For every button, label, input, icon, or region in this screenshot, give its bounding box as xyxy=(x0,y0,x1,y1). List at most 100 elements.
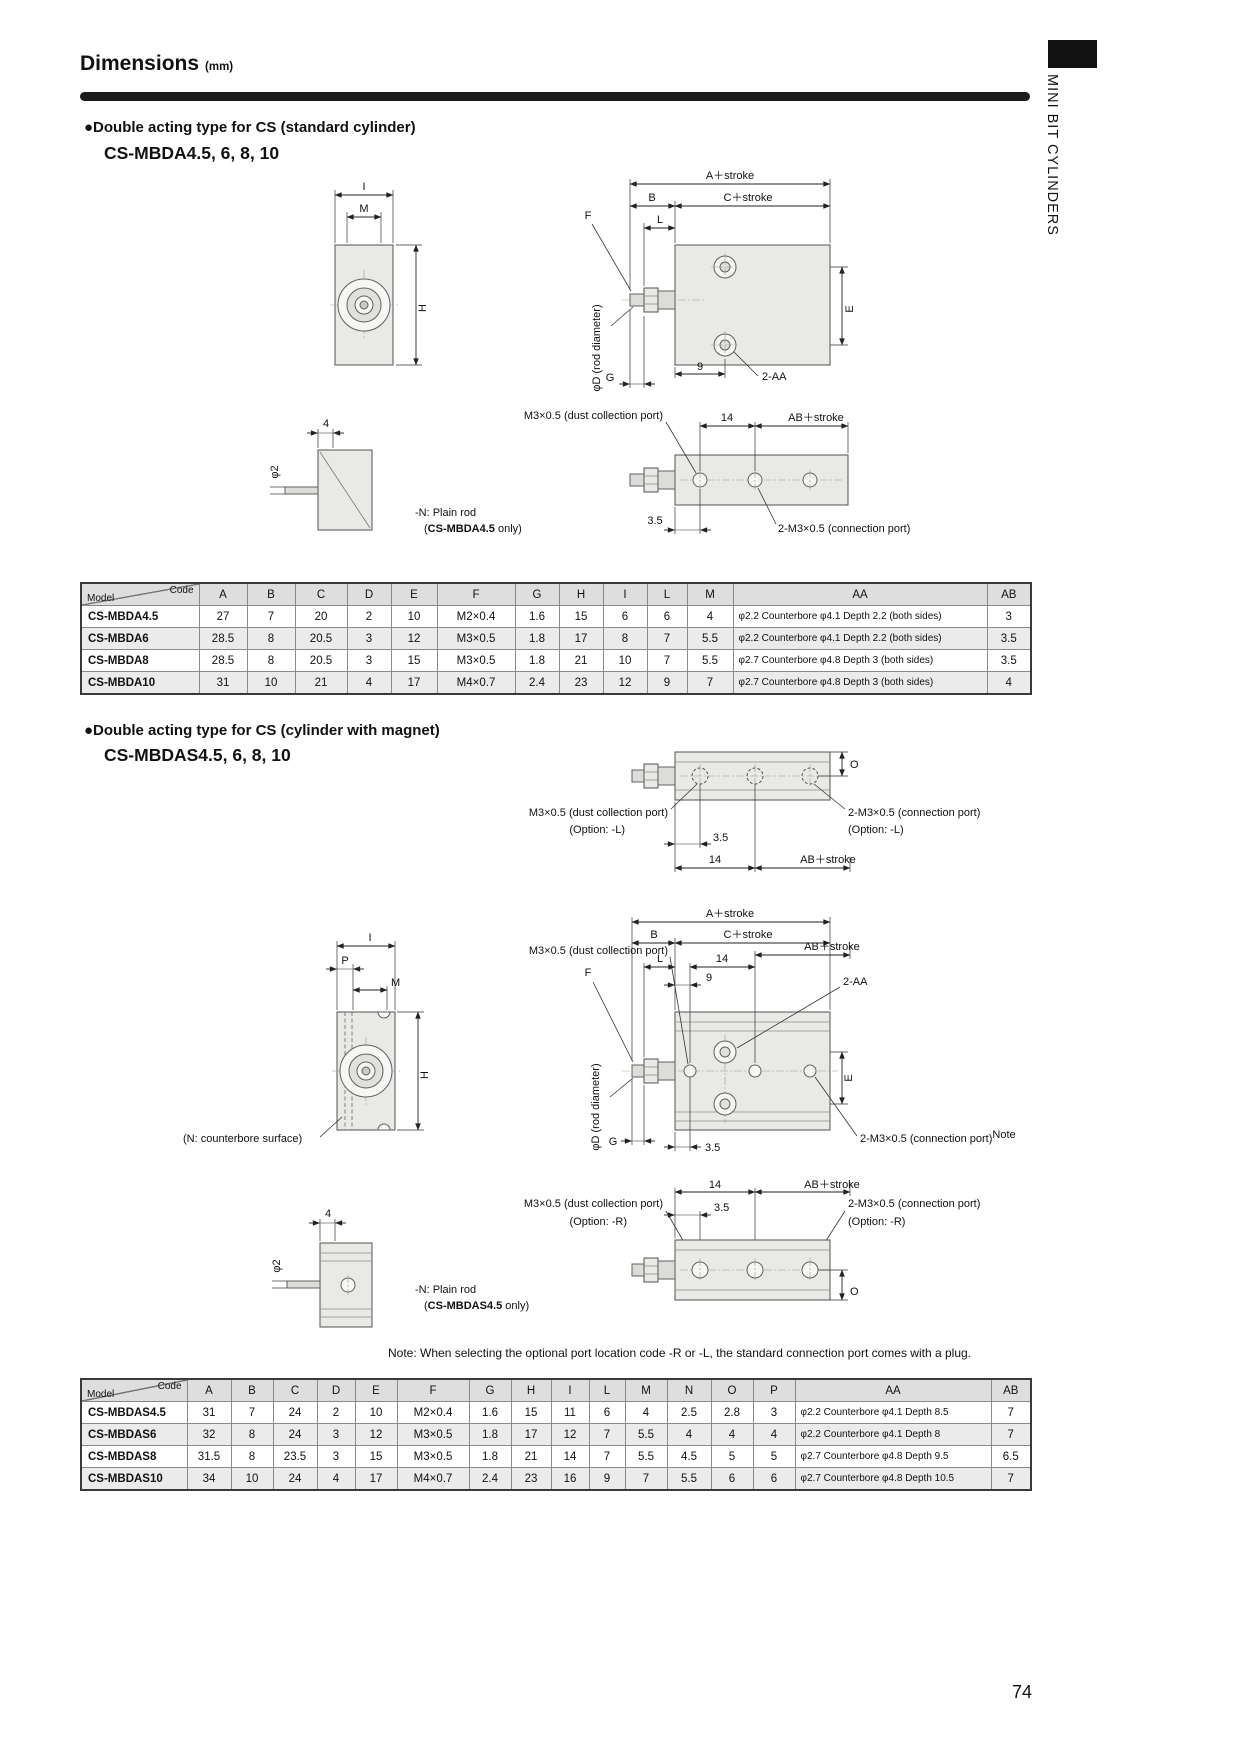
cell-m: 7 xyxy=(686,671,734,695)
cell-b: 8 xyxy=(230,1445,274,1468)
column-header-e: E xyxy=(390,582,438,606)
cell-m: 5.5 xyxy=(686,627,734,650)
cell-f: M4×0.7 xyxy=(396,1467,470,1491)
section1-models: CS-MBDA4.5, 6, 8, 10 xyxy=(104,143,280,163)
plain-rod-note: -N: Plain rod xyxy=(415,1284,476,1296)
cell-aa: φ2.7 Counterbore φ4.8 Depth 3 (both side… xyxy=(732,649,988,672)
column-header-i: I xyxy=(550,1378,590,1402)
model-name: CS-MBDAS10 xyxy=(80,1467,188,1491)
section2-models: CS-MBDAS4.5, 6, 8, 10 xyxy=(104,745,291,765)
dim-label-14: 14 xyxy=(709,1179,721,1191)
dim-label-m: M xyxy=(391,977,400,989)
cell-h: 15 xyxy=(558,605,604,628)
cell-i: 14 xyxy=(550,1445,590,1468)
s2-side-view: I P M H (N: counterbore surface) xyxy=(183,932,431,1145)
dim-label-14: 14 xyxy=(716,953,728,965)
page-number: 74 xyxy=(1011,1682,1032,1702)
cell-p: 6 xyxy=(752,1467,796,1491)
cell-l: 7 xyxy=(588,1423,626,1446)
cell-aa: φ2.7 Counterbore φ4.8 Depth 9.5 xyxy=(794,1445,992,1468)
column-header-d: D xyxy=(346,582,392,606)
s1-plain-rod-detail: 4 φ2 -N: Plain rod (CS-MBDA4.5 only) xyxy=(269,418,522,535)
cell-h: 17 xyxy=(510,1423,552,1446)
cell-m: 4 xyxy=(624,1401,668,1424)
column-header-a: A xyxy=(198,582,248,606)
cell-l: 9 xyxy=(646,671,688,695)
counterbore-surface-note: (N: counterbore surface) xyxy=(183,1133,302,1145)
cell-ab: 3.5 xyxy=(986,649,1032,672)
plain-rod xyxy=(284,486,319,495)
cell-h: 15 xyxy=(510,1401,552,1424)
cell-m: 4 xyxy=(686,605,734,628)
dim-label-h: H xyxy=(419,1071,431,1079)
cell-a: 27 xyxy=(198,605,248,628)
column-header-n: N xyxy=(666,1378,712,1402)
column-header-g: G xyxy=(514,582,560,606)
sidebar-category-label: MINI BIT CYLINDERS xyxy=(1044,74,1060,236)
corner-tab xyxy=(1048,40,1097,68)
column-header-g: G xyxy=(468,1378,512,1402)
cell-d: 3 xyxy=(346,627,392,650)
column-header-c: C xyxy=(272,1378,318,1402)
rod-nut xyxy=(643,287,659,313)
cell-g: 2.4 xyxy=(514,671,560,695)
column-header-i: I xyxy=(602,582,648,606)
cell-i: 12 xyxy=(602,671,648,695)
cell-e: 15 xyxy=(354,1445,398,1468)
cell-e: 17 xyxy=(354,1467,398,1491)
column-header-f: F xyxy=(396,1378,470,1402)
cell-f: M3×0.5 xyxy=(436,649,516,672)
cell-e: 12 xyxy=(390,627,438,650)
cell-c: 20.5 xyxy=(294,649,348,672)
connection-port-hole xyxy=(748,1064,762,1078)
dim-label-i: I xyxy=(362,181,365,193)
cell-c: 24 xyxy=(272,1401,318,1424)
dim-label-ab-stroke: AB＋stroke xyxy=(804,941,860,953)
corner-label-model: Model xyxy=(87,593,115,604)
column-header-aa: AA xyxy=(732,582,988,606)
cell-a: 32 xyxy=(186,1423,232,1446)
section1-heading: ●Double acting type for CS (standard cyl… xyxy=(84,119,416,136)
s2-top-view: O M3×0.5 (dust collection port) (Option:… xyxy=(529,751,980,872)
dim-label-3-5: 3.5 xyxy=(713,832,728,844)
dim-label-9: 9 xyxy=(706,972,712,984)
cell-d: 3 xyxy=(316,1423,356,1446)
plain-rod xyxy=(286,1280,321,1289)
dim-label-ab-stroke: AB＋stroke xyxy=(804,1179,860,1191)
port-plug-note: Note: When selecting the optional port l… xyxy=(388,1346,971,1360)
callout-2-aa: 2-AA xyxy=(843,976,868,988)
cell-l: 9 xyxy=(588,1467,626,1491)
dim-label-c-stroke: C＋stroke xyxy=(724,192,773,204)
cell-p: 3 xyxy=(752,1401,796,1424)
dim-label-o: O xyxy=(850,759,859,771)
cell-g: 1.6 xyxy=(468,1401,512,1424)
cell-d: 2 xyxy=(316,1401,356,1424)
cell-m: 5.5 xyxy=(686,649,734,672)
dim-label-g: G xyxy=(606,372,615,384)
column-header-l: L xyxy=(646,582,688,606)
cell-l: 7 xyxy=(588,1445,626,1468)
dim-label-phi2: φ2 xyxy=(269,465,281,478)
cell-f: M3×0.5 xyxy=(436,627,516,650)
cell-f: M3×0.5 xyxy=(396,1423,470,1446)
dim-label-e: E xyxy=(843,1074,855,1081)
callout-dust-port: M3×0.5 (dust collection port) xyxy=(524,410,663,422)
cell-d: 4 xyxy=(346,671,392,695)
cell-d: 3 xyxy=(346,649,392,672)
callout-dust-port: M3×0.5 (dust collection port) xyxy=(529,945,668,957)
column-header-m: M xyxy=(624,1378,668,1402)
cell-ab: 6.5 xyxy=(990,1445,1032,1468)
cell-m: 7 xyxy=(624,1467,668,1491)
dim-label-ab-stroke: AB＋stroke xyxy=(788,412,844,424)
cell-m: 5.5 xyxy=(624,1445,668,1468)
dim-label-l: L xyxy=(657,214,663,226)
column-header-b: B xyxy=(246,582,296,606)
section1-drawings: I M H xyxy=(269,170,910,535)
column-header-p: P xyxy=(752,1378,796,1402)
cell-a: 28.5 xyxy=(198,627,248,650)
cell-c: 21 xyxy=(294,671,348,695)
cell-ab: 7 xyxy=(990,1467,1032,1491)
